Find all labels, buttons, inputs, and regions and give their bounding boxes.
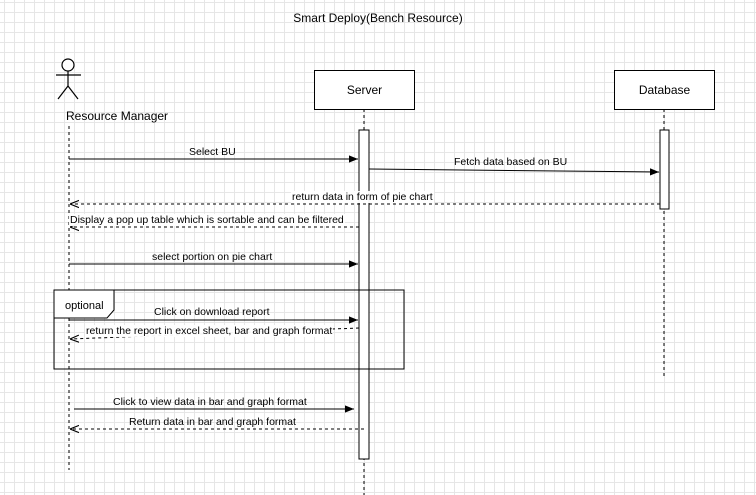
optional-fragment-label: optional bbox=[65, 300, 104, 312]
msg-return-pie-label: return data in form of pie chart bbox=[291, 191, 434, 203]
server-activation-bar bbox=[358, 129, 370, 460]
actor-label: Resource Manager bbox=[66, 109, 169, 123]
database-participant-label: Database bbox=[638, 83, 691, 97]
database-activation-bar bbox=[659, 129, 670, 210]
database-participant-box: Database bbox=[614, 70, 715, 110]
msg-select-portion-label: select portion on pie chart bbox=[152, 251, 273, 263]
optional-fragment-tab bbox=[53, 289, 115, 319]
actor-figure-icon bbox=[56, 58, 81, 100]
msg-return-bar-label: Return data in bar and graph format bbox=[129, 416, 296, 428]
msg-download-report-label: Click on download report bbox=[154, 306, 270, 318]
server-participant-box: Server bbox=[314, 70, 415, 110]
msg-fetch-data-arrow bbox=[368, 168, 660, 176]
msg-view-bar-label: Click to view data in bar and graph form… bbox=[113, 396, 307, 408]
msg-fetch-data-label: Fetch data based on BU bbox=[454, 156, 568, 168]
msg-display-popup-label: Display a pop up table which is sortable… bbox=[69, 214, 345, 226]
msg-return-report-label: return the report in excel sheet, bar an… bbox=[85, 325, 334, 337]
server-participant-label: Server bbox=[346, 83, 383, 97]
diagram-title: Smart Deploy(Bench Resource) bbox=[293, 11, 463, 25]
msg-select-bu-label: Select BU bbox=[189, 146, 236, 158]
optional-fragment-frame bbox=[53, 289, 405, 370]
